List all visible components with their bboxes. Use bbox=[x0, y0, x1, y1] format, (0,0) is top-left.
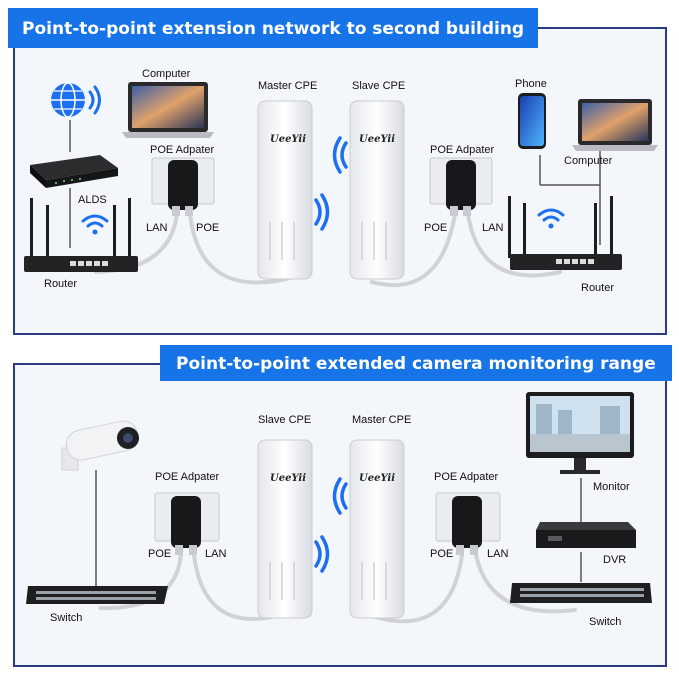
switch-left bbox=[26, 586, 168, 604]
poe-left-label: POE Adpater bbox=[150, 144, 215, 156]
brand-logo: UeeYii bbox=[270, 134, 306, 145]
router-right-label: Router bbox=[581, 282, 614, 294]
globe-icon bbox=[51, 82, 85, 118]
wifi-icon bbox=[314, 193, 330, 231]
wifi-icon bbox=[332, 136, 348, 174]
dvr-label: DVR bbox=[603, 554, 626, 566]
cpe-master: UeeYii bbox=[257, 100, 313, 280]
wifi-icon bbox=[88, 85, 101, 115]
bottom-banner bbox=[160, 345, 672, 381]
computer-left-label: Computer bbox=[142, 68, 191, 80]
phone-label: Phone bbox=[515, 78, 547, 90]
top-panel: Point-to-point extension network to seco… bbox=[8, 8, 667, 335]
master-cpe-bottom-label: Master CPE bbox=[352, 414, 411, 426]
wifi-icon bbox=[81, 214, 109, 235]
switch-right bbox=[510, 583, 652, 603]
wifi-icon bbox=[537, 208, 565, 229]
top-banner-title: Point-to-point extension network to seco… bbox=[22, 19, 524, 39]
cpe-master: UeeYii bbox=[349, 439, 405, 619]
dvr-icon bbox=[536, 522, 636, 548]
monitor-icon bbox=[526, 392, 634, 474]
poe-bottom-left-label: POE Adpater bbox=[155, 471, 220, 483]
alds-modem bbox=[30, 155, 118, 188]
bottom-link-lines bbox=[95, 470, 582, 588]
cpe-slave: UeeYii bbox=[349, 100, 405, 280]
top-frame bbox=[13, 27, 667, 335]
bottom-panel: Point-to-point extended camera monitorin… bbox=[13, 345, 672, 667]
poe-right-label: POE Adpater bbox=[430, 144, 495, 156]
router-left-label: Router bbox=[44, 278, 77, 290]
top-link-lines bbox=[69, 120, 601, 248]
router-left bbox=[24, 198, 138, 272]
poe-bottom-right-label: POE Adpater bbox=[434, 471, 499, 483]
monitor-label: Monitor bbox=[593, 481, 630, 493]
phone bbox=[518, 93, 546, 149]
top-banner bbox=[8, 8, 538, 48]
lan-bottom-left-label: LAN bbox=[205, 548, 226, 560]
laptop-left bbox=[122, 82, 214, 138]
lan-right-label: LAN bbox=[482, 222, 503, 234]
poe-port-right-label: POE bbox=[424, 222, 447, 234]
wifi-icon bbox=[314, 535, 330, 573]
lan-left-label: LAN bbox=[146, 222, 167, 234]
switch-left-label: Switch bbox=[50, 612, 82, 624]
poe-adapter-left bbox=[154, 492, 220, 555]
router-right bbox=[508, 196, 622, 270]
slave-cpe-label: Slave CPE bbox=[352, 80, 405, 92]
laptop-right bbox=[572, 99, 658, 151]
slave-cpe-bottom-label: Slave CPE bbox=[258, 414, 311, 426]
camera-icon bbox=[61, 420, 139, 471]
lan-bottom-right-label: LAN bbox=[487, 548, 508, 560]
poe-port-bottom-right-label: POE bbox=[430, 548, 453, 560]
alds-label: ALDS bbox=[78, 194, 107, 206]
brand-logo: UeeYii bbox=[359, 473, 395, 484]
bottom-banner-title: Point-to-point extended camera monitorin… bbox=[176, 354, 656, 374]
poe-port-left-label: POE bbox=[196, 222, 219, 234]
brand-logo: UeeYii bbox=[359, 134, 395, 145]
switch-right-label: Switch bbox=[589, 616, 621, 628]
wifi-icon bbox=[332, 477, 348, 515]
brand-logo: UeeYii bbox=[270, 473, 306, 484]
computer-right-label: Computer bbox=[564, 155, 613, 167]
poe-adapter-right bbox=[429, 157, 493, 216]
poe-port-bottom-left-label: POE bbox=[148, 548, 171, 560]
poe-adapter-left bbox=[151, 157, 215, 216]
poe-adapter-right bbox=[435, 492, 501, 555]
master-cpe-label: Master CPE bbox=[258, 80, 317, 92]
cpe-slave: UeeYii bbox=[257, 439, 313, 619]
